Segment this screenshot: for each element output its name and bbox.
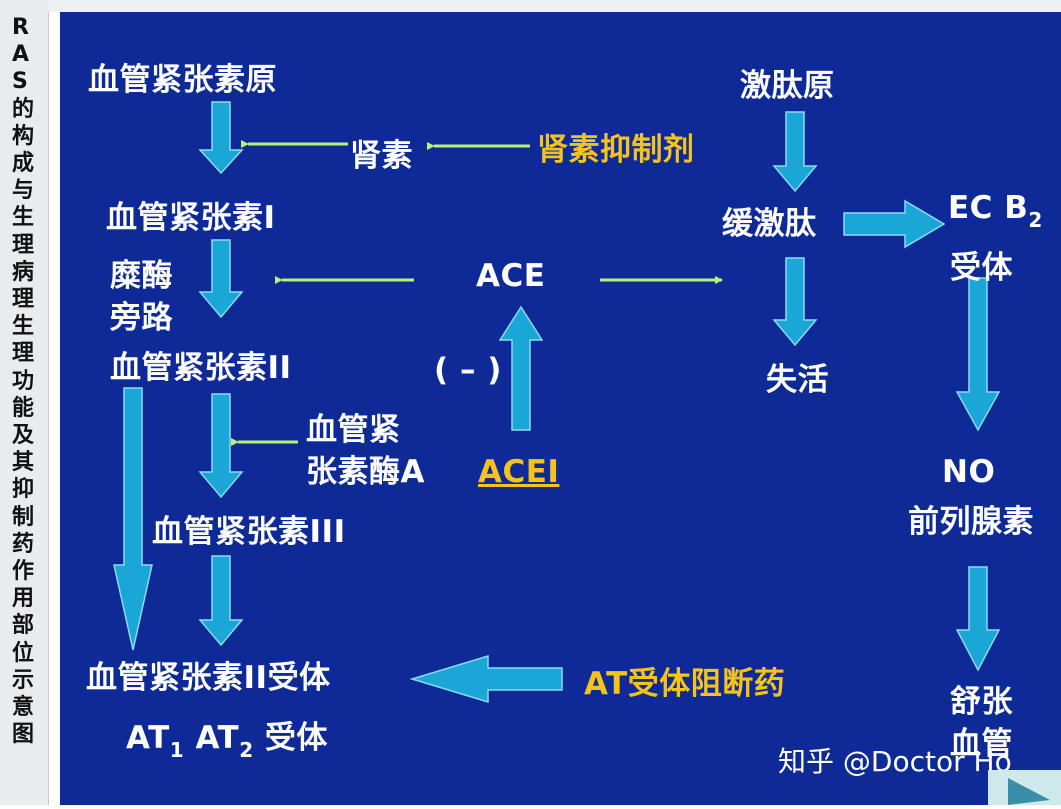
arrow-ang3-to-receptor — [198, 555, 244, 647]
arrow-ang1-to-ang2 — [198, 239, 244, 319]
arrow-ang2-to-ang3 — [198, 393, 244, 499]
node-aminopeptidase-line1: 血管紧 — [306, 412, 401, 448]
node-prostaglandin: 前列腺素 — [908, 504, 1034, 540]
node-ec-b2-receptor: 受体 — [950, 250, 1013, 286]
corner-decoration — [988, 770, 1061, 805]
arrow-bradykinin-to-ecb2 — [843, 199, 946, 249]
arrow-prostaglandin-to-vasodilation — [955, 566, 1001, 672]
ec-b-subscript: 2 — [1028, 208, 1043, 232]
node-vasodilation-line2: 血管 — [950, 726, 1013, 762]
at-receptor-suffix: 受体 — [253, 720, 328, 756]
node-renin: 肾素 — [350, 138, 413, 174]
arrow-bradykinin-to-inactive — [772, 257, 818, 347]
sidebar-title: RAS的构成与生理病理生理功能及其抑制药作用部位示意图 — [12, 15, 35, 748]
at2-label: AT — [184, 720, 240, 756]
node-angiotensin-2-receptor: 血管紧张素II受体 — [86, 660, 331, 696]
node-kininogen: 激肽原 — [740, 68, 835, 104]
node-vasodilation-line1: 舒张 — [950, 684, 1013, 720]
arrow-at-blocker — [409, 654, 563, 704]
at1-subscript: 1 — [169, 738, 185, 762]
node-angiotensin-1: 血管紧张素I — [106, 200, 276, 236]
node-chymase-line2: 旁路 — [110, 300, 173, 336]
arrow-ang2-to-receptor — [113, 387, 153, 651]
node-chymase-line1: 糜酶 — [110, 258, 173, 294]
sidebar: RAS的构成与生理病理生理功能及其抑制药作用部位示意图 — [0, 0, 49, 805]
node-at-receptors: AT1 AT2 受体 — [126, 712, 328, 762]
node-no: NO — [942, 454, 996, 490]
watermark: 知乎 @Doctor Ho — [778, 745, 1012, 778]
node-bradykinin: 缓激肽 — [722, 206, 817, 242]
node-angiotensinogen: 血管紧张素原 — [88, 62, 277, 98]
play-icon — [1008, 778, 1050, 805]
node-angiotensin-3: 血管紧张素III — [152, 514, 346, 550]
node-ace: ACE — [476, 258, 546, 294]
ec-b-label: EC B — [948, 190, 1029, 226]
top-strip — [48, 0, 1061, 12]
arrow-angiotensinogen-to-ang1 — [198, 101, 244, 175]
node-inactive: 失活 — [766, 362, 829, 398]
arrow-acei-to-ace — [498, 305, 544, 431]
node-inhibition-sign: ( – ) — [434, 352, 502, 388]
at1-label: AT — [126, 720, 170, 756]
node-angiotensin-2: 血管紧张素II — [110, 350, 292, 386]
node-at-receptor-blocker: AT受体阻断药 — [584, 666, 786, 702]
at2-subscript: 2 — [239, 738, 254, 762]
node-ec-b2: EC B2 — [948, 190, 1043, 232]
node-acei: ACEI — [478, 454, 560, 490]
node-aminopeptidase-line2: 张素酶A — [306, 454, 425, 490]
node-renin-inhibitor: 肾素抑制剂 — [537, 132, 695, 168]
arrow-kininogen-to-bradykinin — [772, 111, 818, 193]
arrow-ecb2-to-no — [955, 277, 1001, 432]
